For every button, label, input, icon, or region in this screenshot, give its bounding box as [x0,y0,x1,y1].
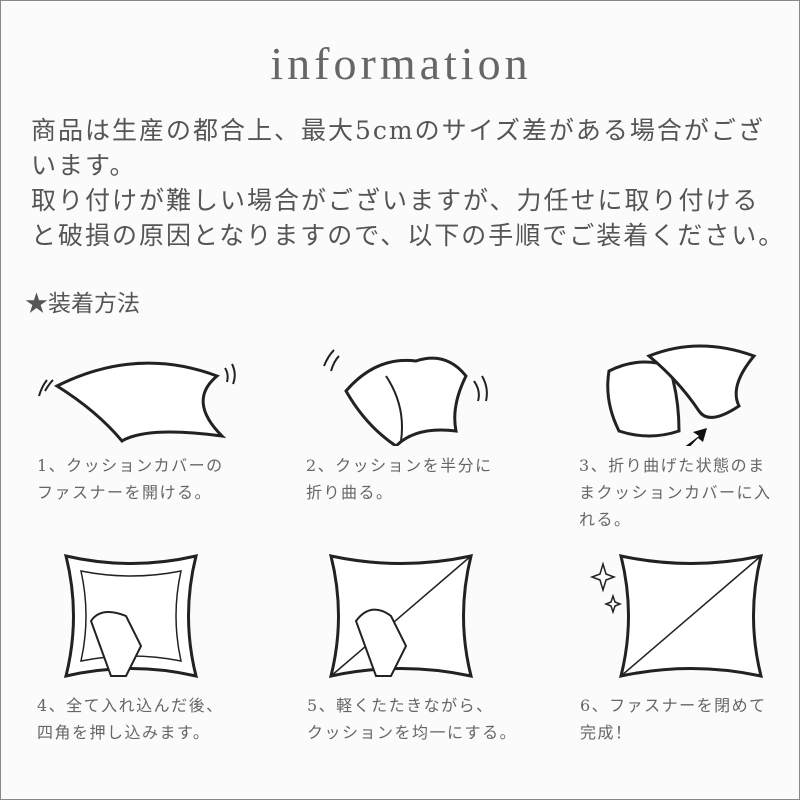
method-heading: ★装着方法 [25,291,140,317]
step-caption: ファスナーを開ける。 [37,483,213,502]
intro-line: と破損の原因となりますので、以下の手順でご装着ください。 [31,221,786,250]
intro-text: 商品は生産の都合上、最大5cmのサイズ差がある場合がござ います。 取り付けが難… [31,113,786,253]
step-caption: まクッションカバーに入 [579,483,772,502]
insert-cushion-illustration [606,344,757,446]
push-corners-illustration [63,553,199,679]
tap-cushion-illustration [328,554,474,678]
open-zipper-illustration [38,361,236,443]
step-6: 6、ファスナーを閉めて完成！ [576,546,800,746]
step-5: 5、軽くたたきながら、クッションを均一にする。 [301,546,541,746]
intro-line: 取り付けが難しい場合がございますが、力任せに取り付ける [31,186,760,215]
step-caption: れる。 [579,510,632,529]
step-4: 4、全て入れ込んだ後、四角を押し込みます。 [31,546,271,746]
step-caption: 6、ファスナーを閉めて [580,696,767,715]
intro-line: 商品は生産の都合上、最大5cmのサイズ差がある場合がござ [31,116,765,145]
step-caption: 四角を押し込みます。 [37,723,211,742]
step-2: 2、クッションを半分に折り曲る。 [306,346,546,506]
step-caption: 3、折り曲げた状態のま [579,456,766,475]
step-caption: 折り曲る。 [306,483,394,502]
fold-cushion-illustration [323,349,488,446]
step-1: 1、クッションカバーのファスナーを開ける。 [37,346,277,506]
step-caption: 1、クッションカバーの [37,456,224,475]
step-caption: 4、全て入れ込んだ後、 [37,696,224,715]
finished-cushion-illustration [589,554,764,678]
step-caption: クッションを均一にする。 [307,723,518,742]
intro-line: います。 [31,151,137,180]
step-caption: 2、クッションを半分に [306,456,493,475]
step-caption: 5、軽くたたきながら、 [307,696,494,715]
page-title: information [270,38,532,89]
step-caption: 完成！ [580,723,633,742]
step-3: 3、折り曲げた状態のままクッションカバーに入れる。 [579,336,800,533]
